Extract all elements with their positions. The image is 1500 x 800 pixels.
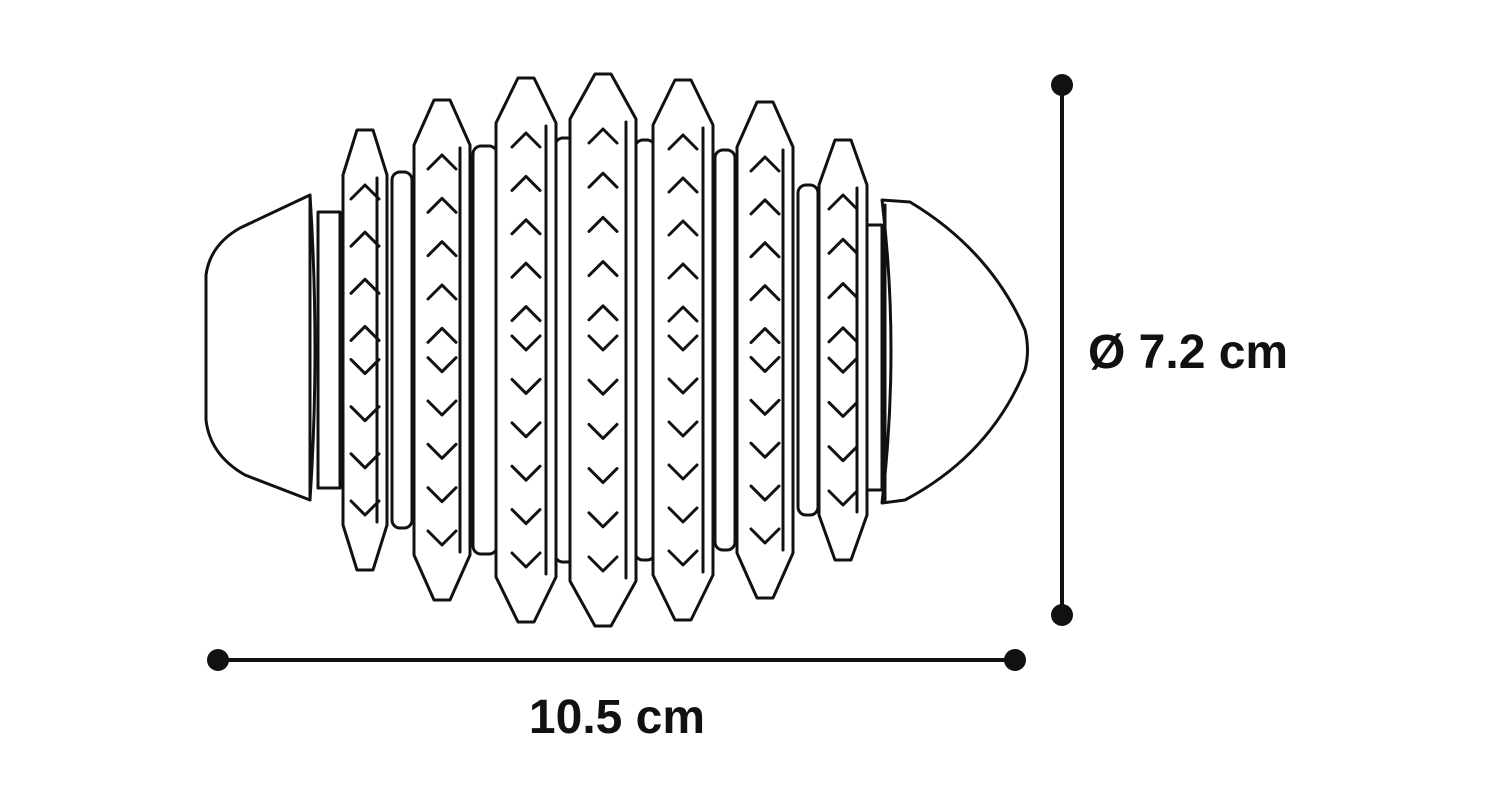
- diameter-dimension-top-dot: [1051, 74, 1073, 96]
- spike-mark: [667, 334, 699, 352]
- spike-mark: [349, 324, 381, 342]
- spike-mark: [749, 327, 781, 345]
- spike-mark: [827, 193, 859, 211]
- spike-mark: [667, 305, 699, 323]
- spike-mark: [667, 176, 699, 194]
- spike-mark: [827, 400, 859, 418]
- spike-mark: [667, 420, 699, 438]
- spike-mark: [349, 183, 381, 201]
- spike-mark: [667, 262, 699, 280]
- spike-mark: [510, 218, 542, 236]
- width-dimension-start-dot: [207, 649, 229, 671]
- spike-mark: [827, 237, 859, 255]
- spike-mark: [349, 230, 381, 248]
- spike-mark: [587, 555, 619, 573]
- spike-mark: [510, 421, 542, 439]
- left-end-cap: [204, 193, 317, 502]
- diameter-label: Ø 7.2 cm: [1088, 326, 1288, 379]
- spike-mark: [349, 452, 381, 470]
- spike-mark: [827, 489, 859, 507]
- spike-mark: [426, 486, 458, 504]
- spike-mark: [349, 499, 381, 517]
- spike-mark: [587, 171, 619, 189]
- width-dimension-end-dot: [1004, 649, 1026, 671]
- spike-mark: [510, 334, 542, 352]
- spike-mark: [587, 260, 619, 278]
- spike-mark: [510, 377, 542, 395]
- spike-mark: [587, 422, 619, 440]
- ridge-disc: [412, 98, 472, 602]
- spike-mark: [587, 334, 619, 352]
- spike-mark: [426, 283, 458, 301]
- spike-mark: [749, 284, 781, 302]
- spike-mark: [667, 133, 699, 151]
- spike-mark: [587, 511, 619, 529]
- spike-mark: [587, 304, 619, 322]
- spike-mark: [510, 508, 542, 526]
- spike-mark: [510, 551, 542, 569]
- right-end-cap: [880, 198, 1029, 505]
- width-dimension: 10.5 cm: [207, 649, 1026, 744]
- spike-mark: [749, 527, 781, 545]
- diameter-dimension: Ø 7.2 cm: [1051, 74, 1288, 626]
- spiky-ball-illustration: [204, 72, 1029, 628]
- spike-mark: [827, 282, 859, 300]
- spike-mark: [349, 277, 381, 295]
- spike-mark: [426, 326, 458, 344]
- spike-mark: [749, 484, 781, 502]
- spike-mark: [667, 377, 699, 395]
- spike-mark: [749, 241, 781, 259]
- spike-mark: [827, 445, 859, 463]
- ridge-disc: [735, 100, 795, 600]
- ridge-collar: [796, 183, 820, 517]
- spike-mark: [667, 463, 699, 481]
- ridge-collar: [713, 148, 737, 552]
- width-label: 10.5 cm: [529, 691, 705, 744]
- diameter-dimension-bottom-dot: [1051, 604, 1073, 626]
- spike-mark: [587, 467, 619, 485]
- spike-mark: [426, 153, 458, 171]
- spike-mark: [749, 155, 781, 173]
- spike-mark: [510, 261, 542, 279]
- spike-mark: [426, 356, 458, 374]
- spike-mark: [587, 215, 619, 233]
- spike-mark: [426, 399, 458, 417]
- spike-mark: [426, 529, 458, 547]
- spike-mark: [349, 358, 381, 376]
- spiked-ridges: [341, 72, 869, 628]
- spike-mark: [749, 398, 781, 416]
- spike-mark: [426, 240, 458, 258]
- ridge-collar: [390, 170, 414, 530]
- spike-mark: [749, 355, 781, 373]
- spike-mark: [667, 506, 699, 524]
- spike-mark: [667, 549, 699, 567]
- left-neck: [316, 210, 342, 490]
- spike-mark: [426, 442, 458, 460]
- ridge-disc: [817, 138, 869, 562]
- spike-mark: [349, 405, 381, 423]
- spike-mark: [587, 378, 619, 396]
- spike-mark: [587, 127, 619, 145]
- spike-mark: [426, 196, 458, 214]
- spike-mark: [749, 198, 781, 216]
- spike-mark: [510, 174, 542, 192]
- spike-mark: [827, 326, 859, 344]
- ridge-collar: [471, 144, 499, 556]
- spike-mark: [827, 356, 859, 374]
- spike-mark: [510, 131, 542, 149]
- ridge-disc: [341, 128, 389, 572]
- spike-mark: [749, 441, 781, 459]
- spike-mark: [510, 464, 542, 482]
- spike-mark: [667, 219, 699, 237]
- spike-mark: [510, 305, 542, 323]
